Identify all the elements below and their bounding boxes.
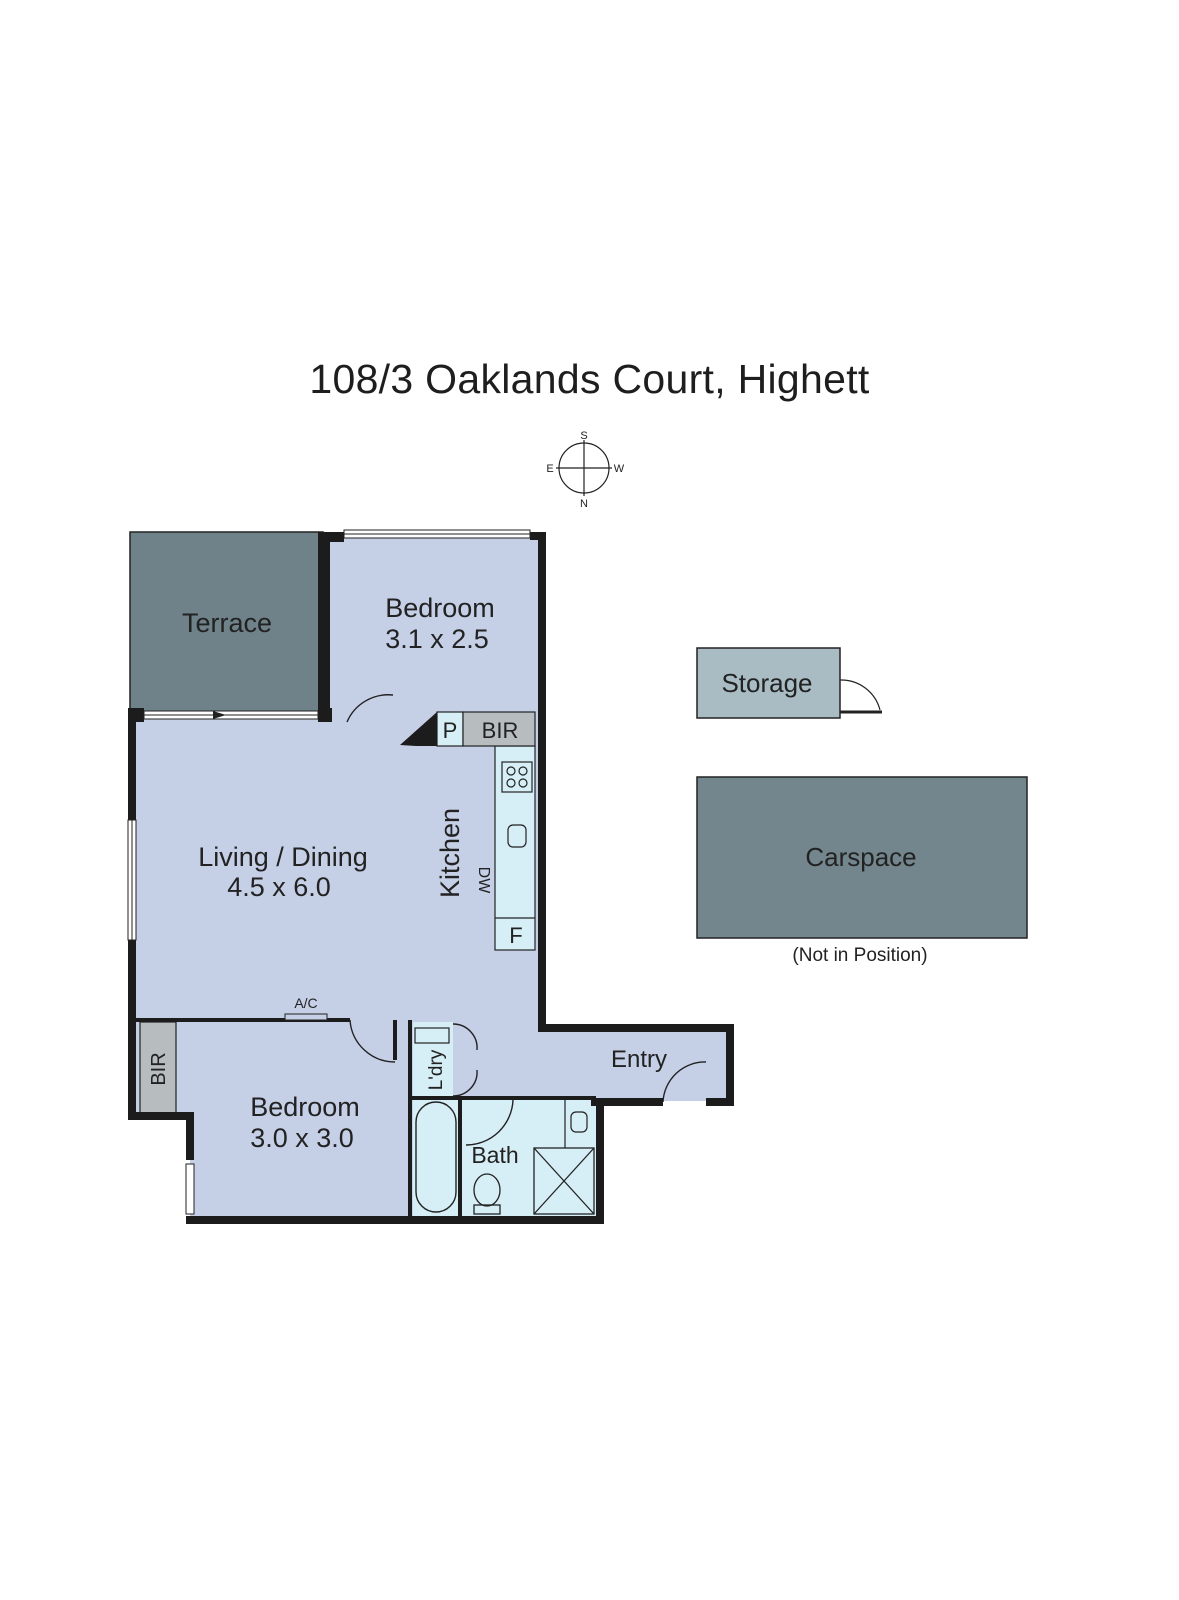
bedroom1-label: Bedroom [385, 593, 495, 623]
bedroom2-label: Bedroom [250, 1092, 360, 1122]
compass-south: S [580, 430, 587, 442]
terrace-area [129, 531, 324, 713]
pantry-label: P [443, 718, 458, 743]
dishwasher-label: DW [475, 867, 492, 895]
basin-icon [570, 1111, 588, 1133]
sliding-door-arrow [213, 711, 226, 719]
interior-floor [134, 537, 728, 1218]
plan-title: 108/3 Oaklands Court, Highett [309, 356, 870, 402]
bedroom1-bir-label: BIR [482, 718, 519, 743]
toilet-icon [473, 1173, 501, 1215]
carspace-note: (Not in Position) [792, 945, 928, 966]
storage-door [839, 679, 881, 711]
living-label: Living / Dining [198, 842, 368, 872]
laundry-label: L'dry [426, 1049, 447, 1090]
compass-east: E [546, 463, 553, 475]
fridge-label: F [509, 923, 522, 948]
compass-icon: S E W N [546, 430, 624, 510]
storage-label: Storage [721, 668, 812, 698]
bedroom1-robe [462, 711, 536, 747]
shower-icon [533, 1147, 595, 1215]
kitchen-bench [494, 745, 536, 951]
pantry [436, 711, 464, 747]
laundry-tub-icon [414, 1027, 450, 1044]
bedroom2-size: 3.0 x 3.0 [250, 1123, 354, 1153]
bath-area [413, 1098, 599, 1216]
bedroom1-size: 3.1 x 2.5 [385, 624, 489, 654]
interior-walls [136, 1018, 596, 1216]
laundry-area [413, 1022, 453, 1098]
bath-label: Bath [471, 1142, 518, 1168]
ac-unit [284, 1013, 328, 1021]
bedroom2-bir-label: BIR [148, 1052, 170, 1085]
carspace-area [696, 776, 1028, 939]
ac-label: A/C [294, 995, 317, 1011]
doors [346, 694, 707, 1146]
cooktop-icon [501, 761, 533, 793]
terrace-label: Terrace [182, 608, 272, 638]
compass-west: W [614, 463, 625, 475]
compass-north: N [580, 498, 588, 510]
carspace-label: Carspace [805, 842, 916, 872]
entry-label: Entry [611, 1046, 667, 1073]
sink-icon [507, 824, 527, 848]
bathtub-icon [415, 1101, 457, 1213]
kitchen-label: Kitchen [435, 808, 465, 898]
storage-area [696, 647, 841, 719]
windows [127, 529, 531, 1215]
living-size: 4.5 x 6.0 [227, 872, 331, 902]
